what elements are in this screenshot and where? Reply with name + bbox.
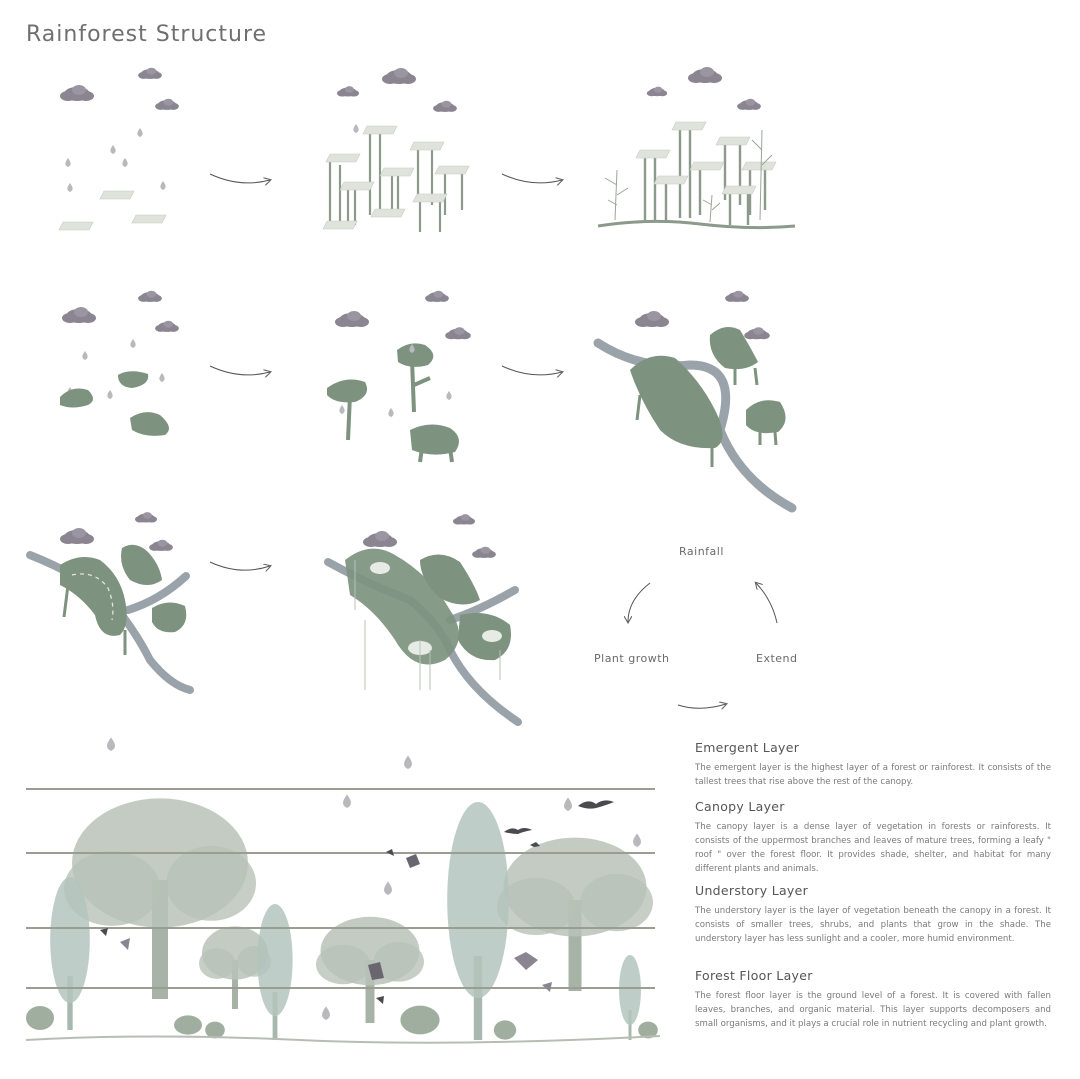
layer-heading: Understory Layer bbox=[695, 883, 809, 898]
stage-3-plants bbox=[597, 67, 796, 230]
stage-7-extended bbox=[26, 512, 194, 694]
arrow-5 bbox=[209, 561, 270, 570]
stage-4-leaves bbox=[60, 290, 179, 436]
cycle-label-rainfall: Rainfall bbox=[679, 545, 724, 558]
layer-text: The canopy layer is a dense layer of veg… bbox=[695, 822, 1051, 874]
stage-6-river bbox=[593, 290, 797, 513]
forest-section bbox=[26, 798, 658, 1040]
ground-line bbox=[25, 1035, 661, 1044]
birds-and-butterflies bbox=[100, 800, 614, 1004]
stage-5-growth bbox=[327, 290, 471, 463]
layer-heading: Forest Floor Layer bbox=[695, 968, 813, 983]
layer-heading: Emergent Layer bbox=[695, 740, 800, 755]
layer-heading: Canopy Layer bbox=[695, 799, 785, 814]
layer-text: The emergent layer is the highest layer … bbox=[695, 763, 1051, 787]
cycle-arrow-growth-to-extend bbox=[677, 704, 726, 708]
stage-2-structures bbox=[322, 68, 470, 232]
page-title: Rainforest Structure bbox=[26, 22, 268, 47]
stage-1-rain bbox=[58, 67, 179, 231]
cycle-label-extend: Extend bbox=[756, 652, 798, 665]
layer-text: The forest floor layer is the ground lev… bbox=[695, 991, 1051, 1029]
cycle-arrow-rain-to-growth bbox=[628, 582, 651, 622]
arrow-4 bbox=[501, 365, 562, 375]
arrow-1 bbox=[209, 173, 270, 183]
arrow-2 bbox=[501, 173, 562, 183]
stage-8-forest bbox=[324, 514, 522, 726]
layer-emergent: Emergent Layer The emergent layer is the… bbox=[695, 740, 1051, 789]
cycle-label-plant-growth: Plant growth bbox=[594, 652, 670, 665]
layer-understory: Understory Layer The understory layer is… bbox=[695, 883, 1051, 946]
cycle-arrow-extend-to-rain bbox=[756, 583, 778, 624]
layer-canopy: Canopy Layer The canopy layer is a dense… bbox=[695, 799, 1051, 876]
layer-forest-floor: Forest Floor Layer The forest floor laye… bbox=[695, 968, 1051, 1031]
layer-text: The understory layer is the layer of veg… bbox=[695, 906, 1051, 944]
arrow-3 bbox=[209, 365, 270, 375]
